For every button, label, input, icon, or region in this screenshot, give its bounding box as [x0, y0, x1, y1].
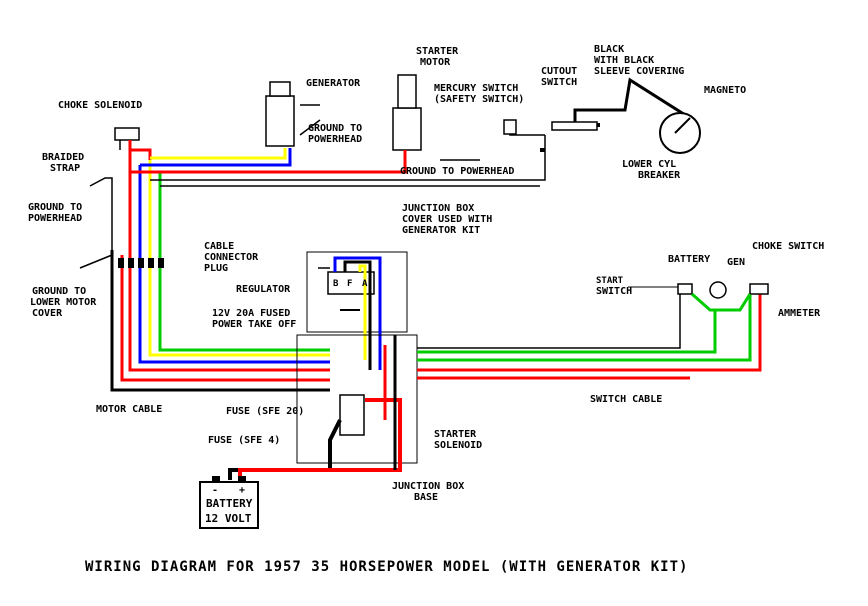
generator — [140, 81, 320, 167]
label-cutout-a: CUTOUT — [541, 66, 577, 77]
wire-black-left — [110, 250, 330, 392]
label-lower-cyl-a: LOWER CYL — [622, 159, 676, 170]
label-battery-b: 12 VOLT — [205, 512, 252, 525]
wire-red-choke — [128, 140, 330, 372]
diagram-title: WIRING DIAGRAM FOR 1957 35 HORSEPOWER MO… — [85, 559, 688, 575]
wire-red-left — [120, 255, 330, 382]
label-reg-a: A — [362, 279, 368, 289]
switch-panel — [628, 281, 769, 312]
label-mercury-a: MERCURY SWITCH — [434, 83, 518, 94]
label-ground-powerhead-mid: GROUND TO POWERHEAD — [400, 166, 514, 177]
label-gen-small: GEN — [727, 257, 745, 268]
label-cable-c: PLUG — [204, 263, 228, 274]
label-choke-switch: CHOKE SWITCH — [752, 241, 824, 252]
label-regulator: REGULATOR — [236, 284, 291, 295]
label-magneto: MAGNETO — [704, 85, 746, 96]
label-fuse20: FUSE (SFE 20) — [226, 406, 304, 417]
label-cable-b: CONNECTOR — [204, 252, 259, 263]
label-ground-lower-c: COVER — [32, 308, 63, 319]
choke-solenoid — [114, 127, 152, 160]
label-ground-powerhead-a: GROUND TO — [28, 202, 82, 213]
label-ground-powerhead-b: POWERHEAD — [28, 213, 82, 224]
label-battery-a: BATTERY — [206, 497, 253, 510]
switch-cable-bundle — [417, 290, 762, 380]
label-mercury-b: (SAFETY SWITCH) — [434, 94, 524, 105]
motor-cable-bundle — [110, 140, 330, 392]
junction-box-cover — [306, 251, 408, 370]
label-motor-cable: MOTOR CABLE — [96, 404, 162, 415]
label-start: START — [596, 276, 624, 286]
battery-plus: + — [239, 485, 245, 496]
battery-minus: - — [212, 485, 218, 496]
label-black-a: BLACK — [594, 44, 624, 55]
label-cutout-b: SWITCH — [541, 77, 577, 88]
label-starter-sol-a: STARTER — [434, 429, 477, 440]
label-jbase-a: JUNCTION BOX — [392, 481, 464, 492]
label-braided: BRAIDED — [42, 152, 84, 163]
label-fuse4: FUSE (SFE 4) — [208, 435, 280, 446]
label-battery-top: BATTERY — [668, 254, 710, 265]
wire-blue-left — [138, 165, 330, 364]
label-switch: SWITCH — [596, 286, 632, 297]
label-starter-b: MOTOR — [420, 57, 451, 68]
label-reg-b: B — [333, 279, 339, 289]
ignition-circuit — [150, 77, 701, 187]
label-reg-f: F — [347, 279, 352, 289]
label-switch-cable: SWITCH CABLE — [590, 394, 662, 405]
label-black-b: WITH BLACK — [594, 55, 654, 66]
label-jbase-b: BASE — [414, 492, 438, 503]
label-jbox-a: JUNCTION BOX — [402, 203, 474, 214]
label-lower-cyl-b: BREAKER — [638, 170, 681, 181]
label-strap: STRAP — [50, 163, 80, 174]
label-pto-b: POWER TAKE OFF — [212, 319, 296, 330]
wire-green-left — [158, 172, 330, 352]
wire-yellow-left — [148, 155, 330, 357]
label-ammeter: AMMETER — [778, 308, 821, 319]
label-starter-sol-b: SOLENOID — [434, 440, 482, 451]
label-cable-a: CABLE — [204, 241, 234, 252]
label-ground-lower-a: GROUND TO — [32, 286, 86, 297]
label-gen-ground-a: GROUND TO — [308, 123, 362, 134]
label-gen-ground-b: POWERHEAD — [308, 134, 362, 145]
connector-plug — [118, 258, 164, 268]
label-choke-solenoid: CHOKE SOLENOID — [58, 100, 142, 111]
label-jbox-b: COVER USED WITH — [402, 214, 492, 225]
label-black-c: SLEEVE COVERING — [594, 66, 684, 77]
battery — [199, 476, 259, 529]
starter-motor — [130, 74, 422, 174]
label-ground-lower-b: LOWER MOTOR — [30, 297, 97, 308]
ground-symbols — [79, 119, 480, 269]
junction-box-base — [228, 334, 418, 480]
label-jbox-c: GENERATOR KIT — [402, 225, 480, 236]
label-starter-a: STARTER — [416, 46, 459, 57]
label-pto-a: 12V 20A FUSED — [212, 308, 290, 319]
label-generator: GENERATOR — [306, 78, 361, 89]
